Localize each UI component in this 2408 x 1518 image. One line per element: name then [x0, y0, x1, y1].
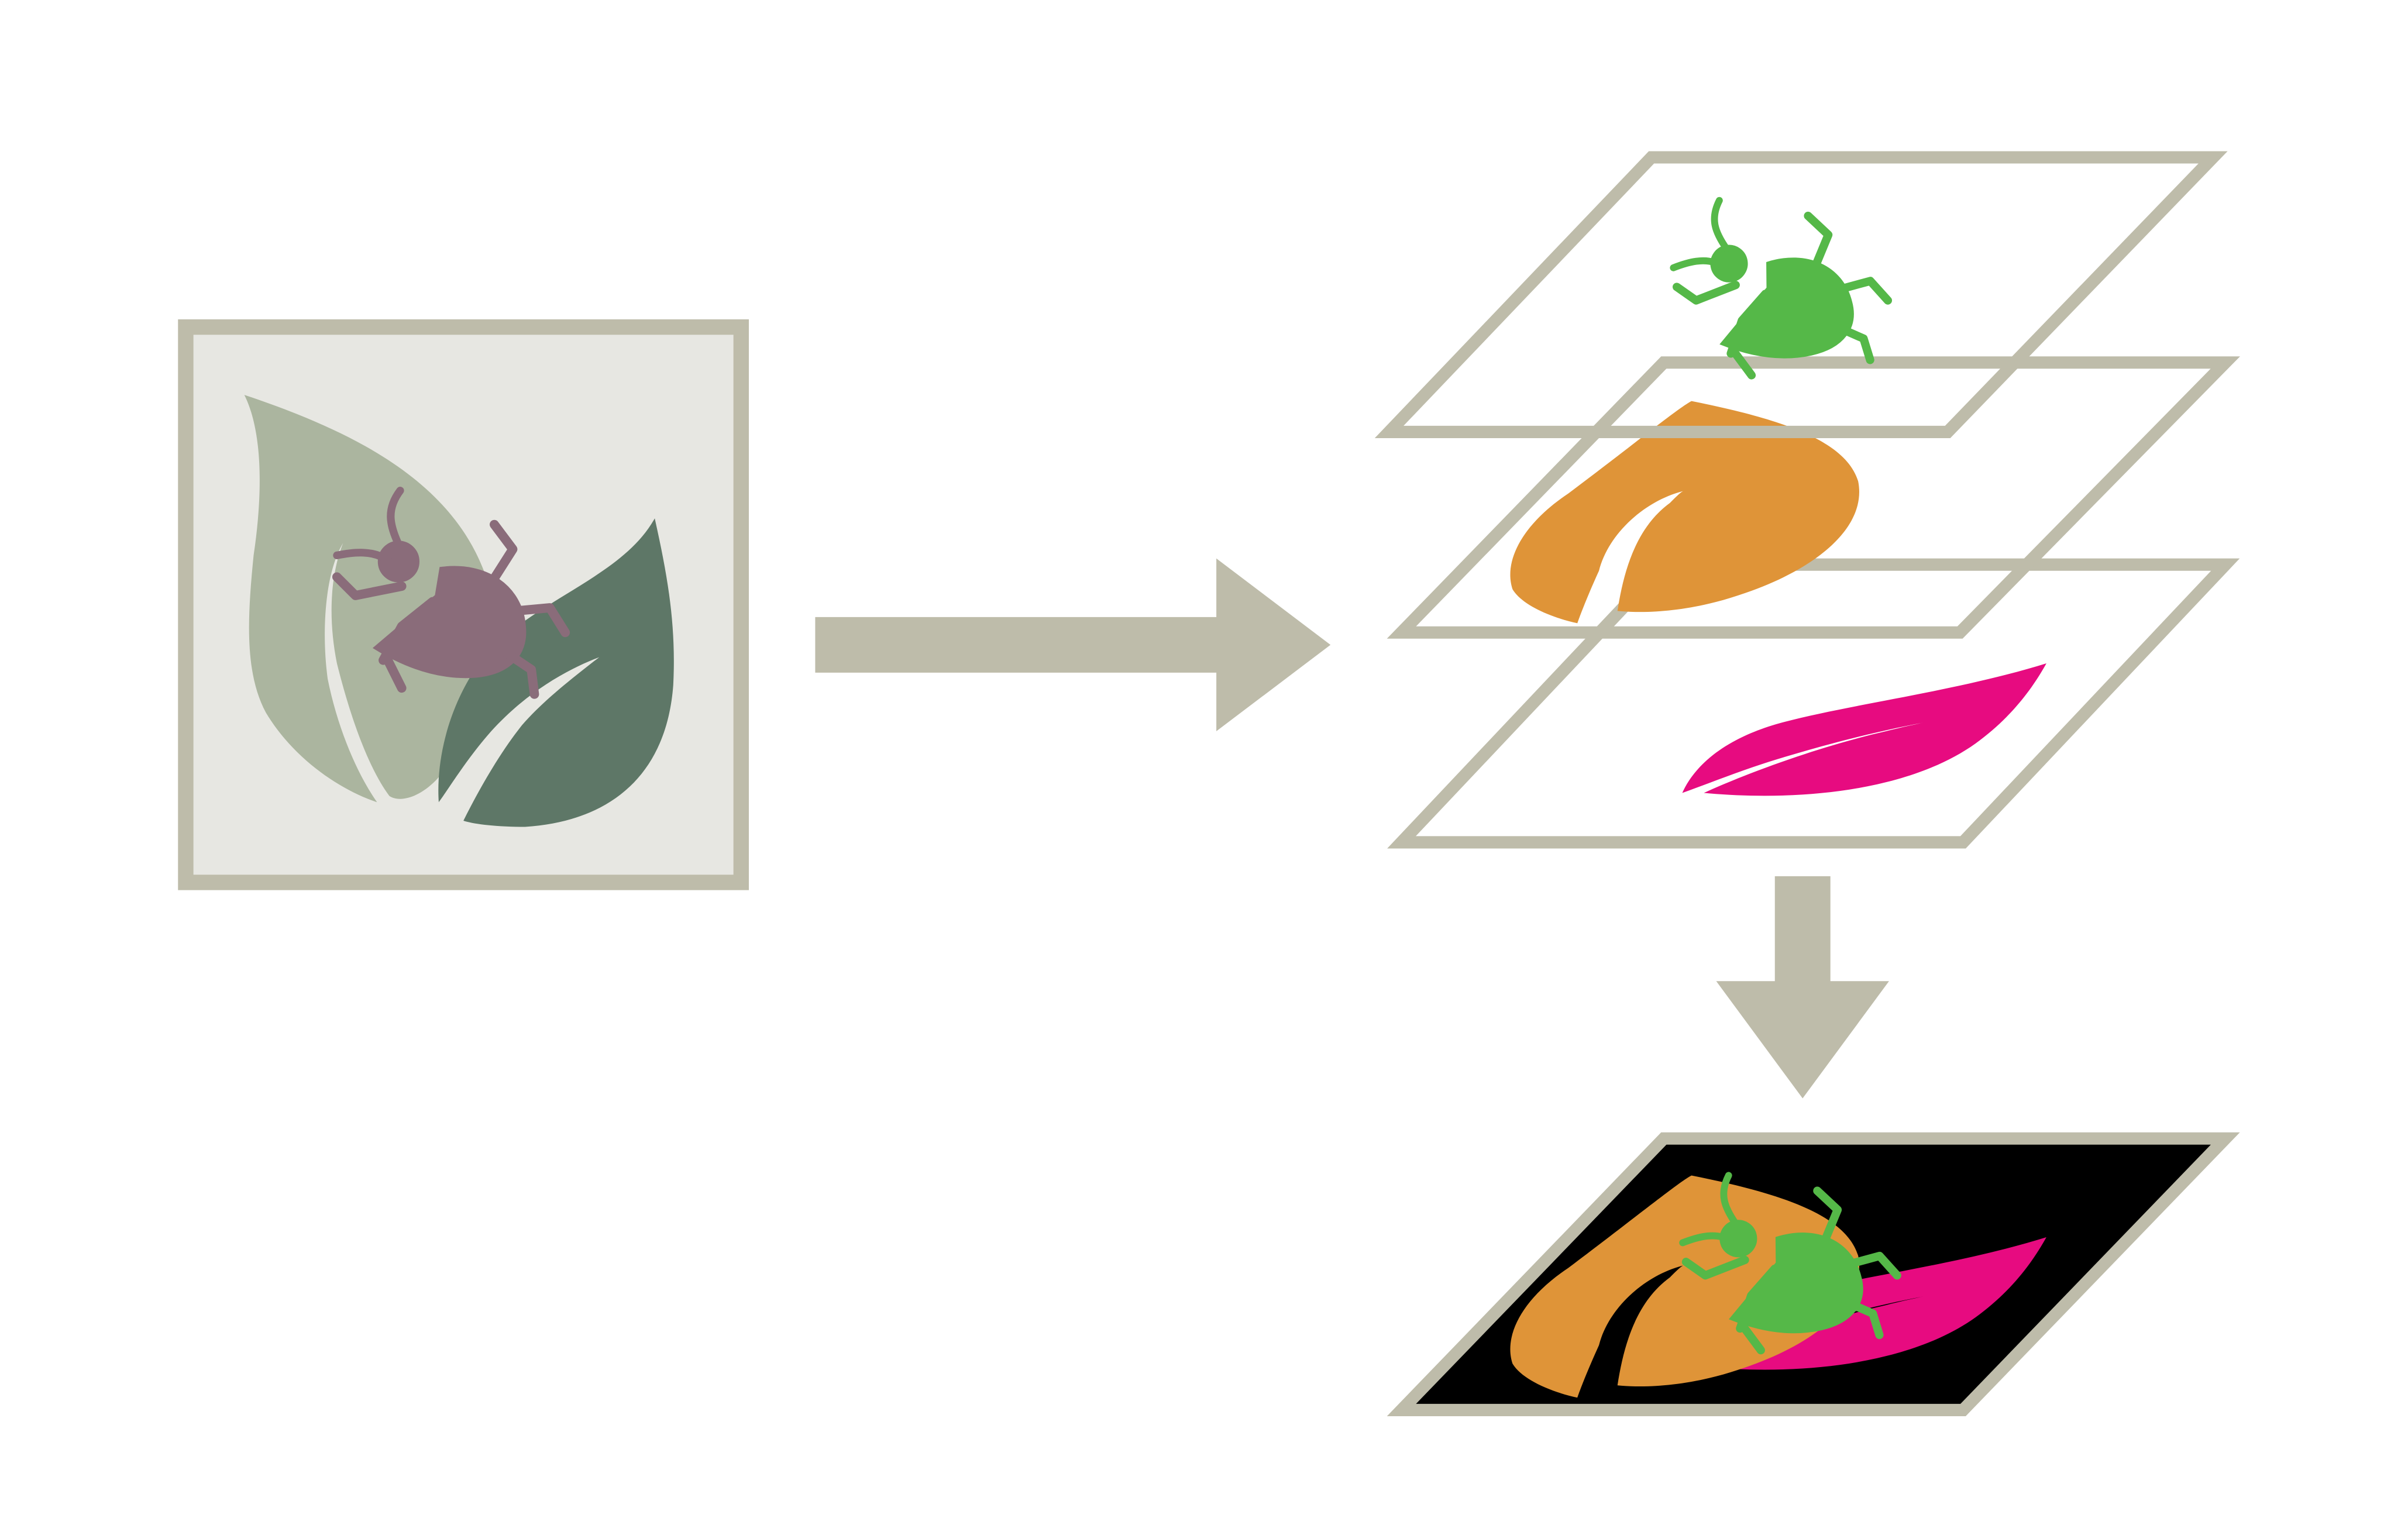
light-leaf-icon — [244, 395, 494, 803]
layer-bug — [1374, 151, 2228, 438]
input-image-panel — [178, 319, 749, 890]
layer-leaf-b — [1387, 558, 2240, 849]
combined-mask — [1387, 1132, 2240, 1416]
arrow-right-icon — [815, 558, 1331, 732]
layer-stack — [1374, 151, 2240, 849]
layer-leaf-a-plane — [1387, 356, 2240, 639]
layer-bug-plane — [1374, 151, 2228, 438]
leaf-with-bug-icon — [244, 395, 674, 827]
layer-leaf-a — [1387, 356, 2240, 639]
arrow-down-icon — [1716, 876, 1889, 1099]
dark-leaf-icon — [438, 518, 674, 827]
layer-leaf-b-plane — [1387, 558, 2240, 849]
